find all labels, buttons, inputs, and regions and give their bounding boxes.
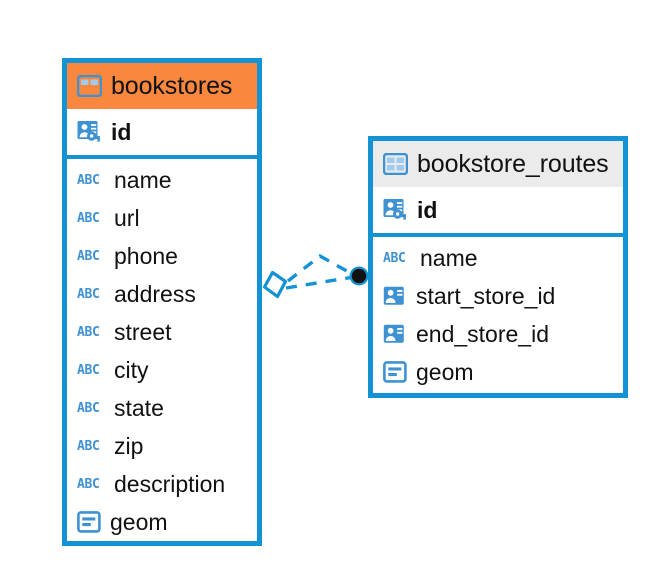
field-row-city[interactable]: ABC city [67,351,257,389]
entity-header-bookstore-routes[interactable]: bookstore_routes [373,141,623,187]
field-row-phone[interactable]: ABC phone [67,237,257,275]
field-row-geom[interactable]: geom [67,503,257,541]
field-row-id[interactable]: id [373,187,623,233]
field-label-id: id [417,196,438,223]
entity-header-bookstores[interactable]: bookstores [67,63,257,109]
entity-table-bookstores[interactable]: bookstores [62,58,262,546]
entity-title-bookstores: bookstores [111,71,233,100]
primary-key-section-bookstore-routes: id [373,187,623,237]
field-row-geom[interactable]: geom [373,353,623,391]
entity-title-bookstore-routes: bookstore_routes [417,149,609,178]
field-label-phone: phone [114,242,178,269]
entity-table-bookstore-routes[interactable]: bookstore_routes [368,136,628,398]
field-label-start-store-id: start_store_id [416,282,556,309]
field-list-bookstore-routes: ABC name start_store_id [373,237,623,395]
field-list-bookstores: ABC name ABC url ABC phone ABC address A… [67,159,257,545]
field-label-description: description [114,470,226,497]
field-label-street: street [114,318,172,345]
abc-text-icon: ABC [383,250,406,266]
field-row-name[interactable]: ABC name [67,161,257,199]
field-row-id[interactable]: id [67,109,257,155]
primary-key-icon [383,198,408,222]
field-row-end-store-id[interactable]: end_store_id [373,315,623,353]
primary-key-section-bookstores: id [67,109,257,159]
diamond-endpoint [262,270,288,299]
field-label-address: address [114,280,196,307]
abc-text-icon: ABC [77,248,100,264]
field-label-zip: zip [114,432,144,459]
field-row-zip[interactable]: ABC zip [67,427,257,465]
field-row-start-store-id[interactable]: start_store_id [373,277,623,315]
table-icon [77,75,102,97]
field-row-street[interactable]: ABC street [67,313,257,351]
abc-text-icon: ABC [77,286,100,302]
field-label-url: url [114,204,140,231]
field-row-name[interactable]: ABC name [373,239,623,277]
field-label-id: id [111,118,132,145]
field-label-name: name [114,166,172,193]
field-label-city: city [114,356,149,383]
field-row-url[interactable]: ABC url [67,199,257,237]
abc-text-icon: ABC [77,172,100,188]
geometry-icon [77,511,101,533]
relationship-line-upper [286,253,355,283]
abc-text-icon: ABC [77,476,100,492]
abc-text-icon: ABC [77,324,100,340]
abc-text-icon: ABC [77,438,100,454]
field-label-geom: geom [110,508,168,535]
table-icon [383,153,408,175]
geometry-icon [383,361,407,383]
abc-text-icon: ABC [77,362,100,378]
field-label-end-store-id: end_store_id [416,320,549,347]
field-row-description[interactable]: ABC description [67,465,257,503]
field-label-state: state [114,394,164,421]
abc-text-icon: ABC [77,210,100,226]
field-label-name: name [420,244,478,271]
field-row-address[interactable]: ABC address [67,275,257,313]
field-label-geom: geom [416,358,474,385]
abc-text-icon: ABC [77,400,100,416]
foreign-key-icon [383,285,407,307]
primary-key-icon [77,120,102,144]
foreign-key-icon [383,323,407,345]
relationship-line-lower [285,275,355,290]
filled-circle-endpoint [349,266,369,286]
field-row-state[interactable]: ABC state [67,389,257,427]
